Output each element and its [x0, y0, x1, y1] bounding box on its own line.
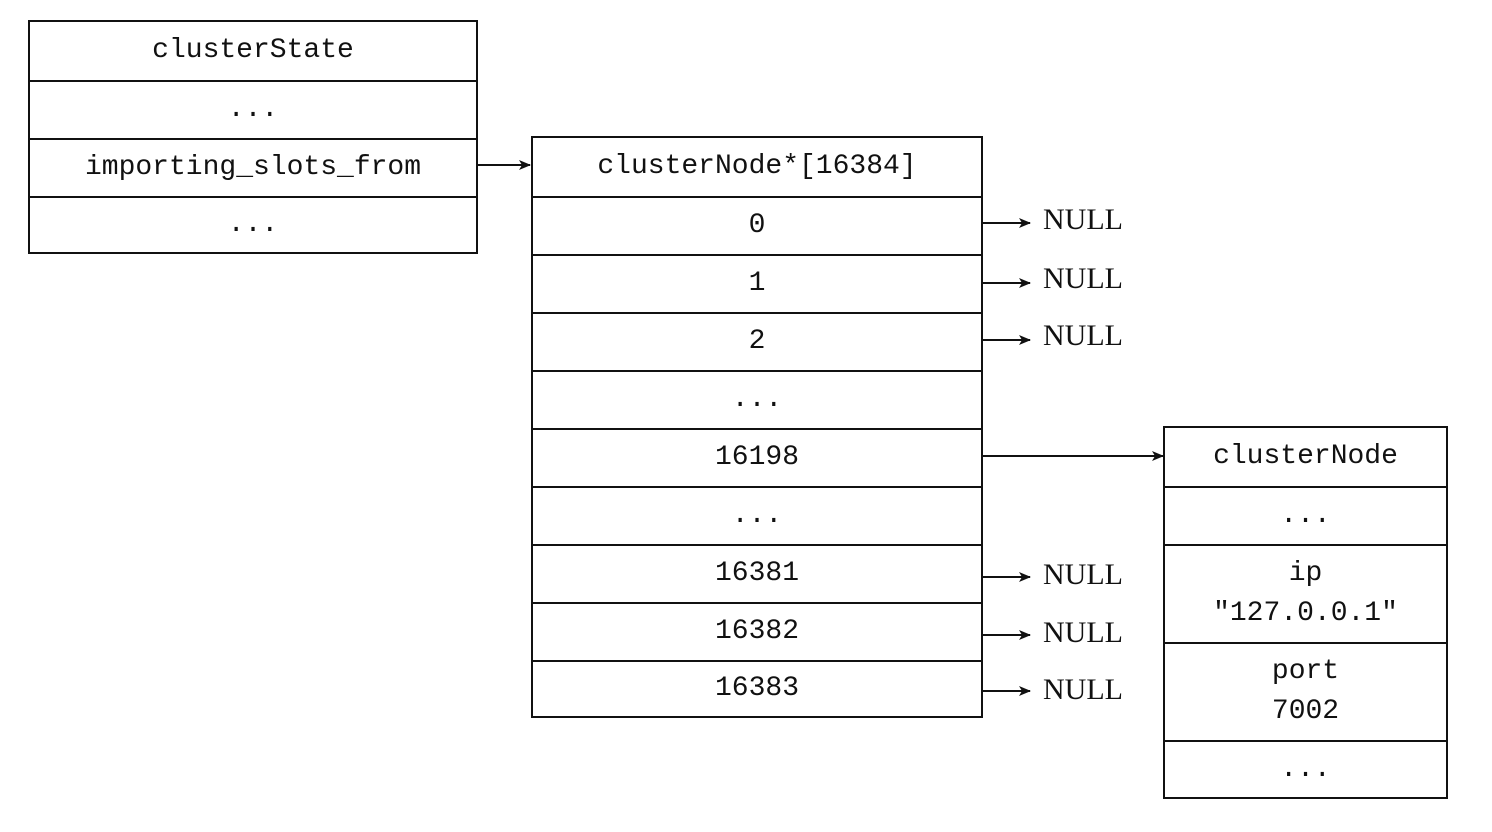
slot-cell-0: 0	[533, 196, 981, 254]
cluster-node-ip-value: "127.0.0.1"	[1213, 598, 1398, 629]
slot-cell-16382: 16382	[533, 602, 981, 660]
cluster-state-row: ...	[30, 80, 476, 138]
slot-array-box: clusterNode*[16384] 0 1 2 ... 16198 ... …	[531, 136, 983, 718]
slot-cell-ellipsis: ...	[533, 486, 981, 544]
slot-cell-ellipsis: ...	[533, 370, 981, 428]
cluster-state-row-importing-slots-from: importing_slots_from	[30, 138, 476, 196]
cluster-node-port-label: port	[1271, 656, 1340, 687]
slot-array-title: clusterNode*[16384]	[597, 151, 917, 182]
cluster-node-row-text: ...	[1280, 500, 1331, 531]
null-label-slot-0: NULL	[1043, 203, 1123, 236]
null-label-slot-1: NULL	[1043, 262, 1123, 295]
cluster-state-row: ...	[30, 196, 476, 252]
slot-cell-16381: 16381	[533, 544, 981, 602]
slot-cell-16383: 16383	[533, 660, 981, 716]
cluster-node-row: ...	[1165, 740, 1446, 797]
cluster-node-row-text: ...	[1280, 753, 1331, 785]
null-label-slot-16383: NULL	[1043, 673, 1123, 706]
slot-cell-1: 1	[533, 254, 981, 312]
slot-cell-2: 2	[533, 312, 981, 370]
cluster-node-ip-label: ip	[1288, 558, 1323, 589]
cluster-state-box: clusterState ... importing_slots_from ..…	[28, 20, 478, 254]
cluster-node-row-port: port 7002	[1165, 642, 1446, 740]
null-label-slot-2: NULL	[1043, 319, 1123, 352]
cluster-node-row-ip: ip "127.0.0.1"	[1165, 544, 1446, 642]
cluster-node-port-value: 7002	[1271, 696, 1340, 727]
null-label-slot-16381: NULL	[1043, 558, 1123, 591]
cluster-node-box: clusterNode ... ip "127.0.0.1" port 7002…	[1163, 426, 1448, 799]
slot-cell-16198: 16198	[533, 428, 981, 486]
cluster-node-title: clusterNode	[1213, 441, 1398, 472]
cluster-state-title: clusterState	[152, 35, 354, 66]
null-label-slot-16382: NULL	[1043, 616, 1123, 649]
cluster-node-row: ...	[1165, 486, 1446, 544]
